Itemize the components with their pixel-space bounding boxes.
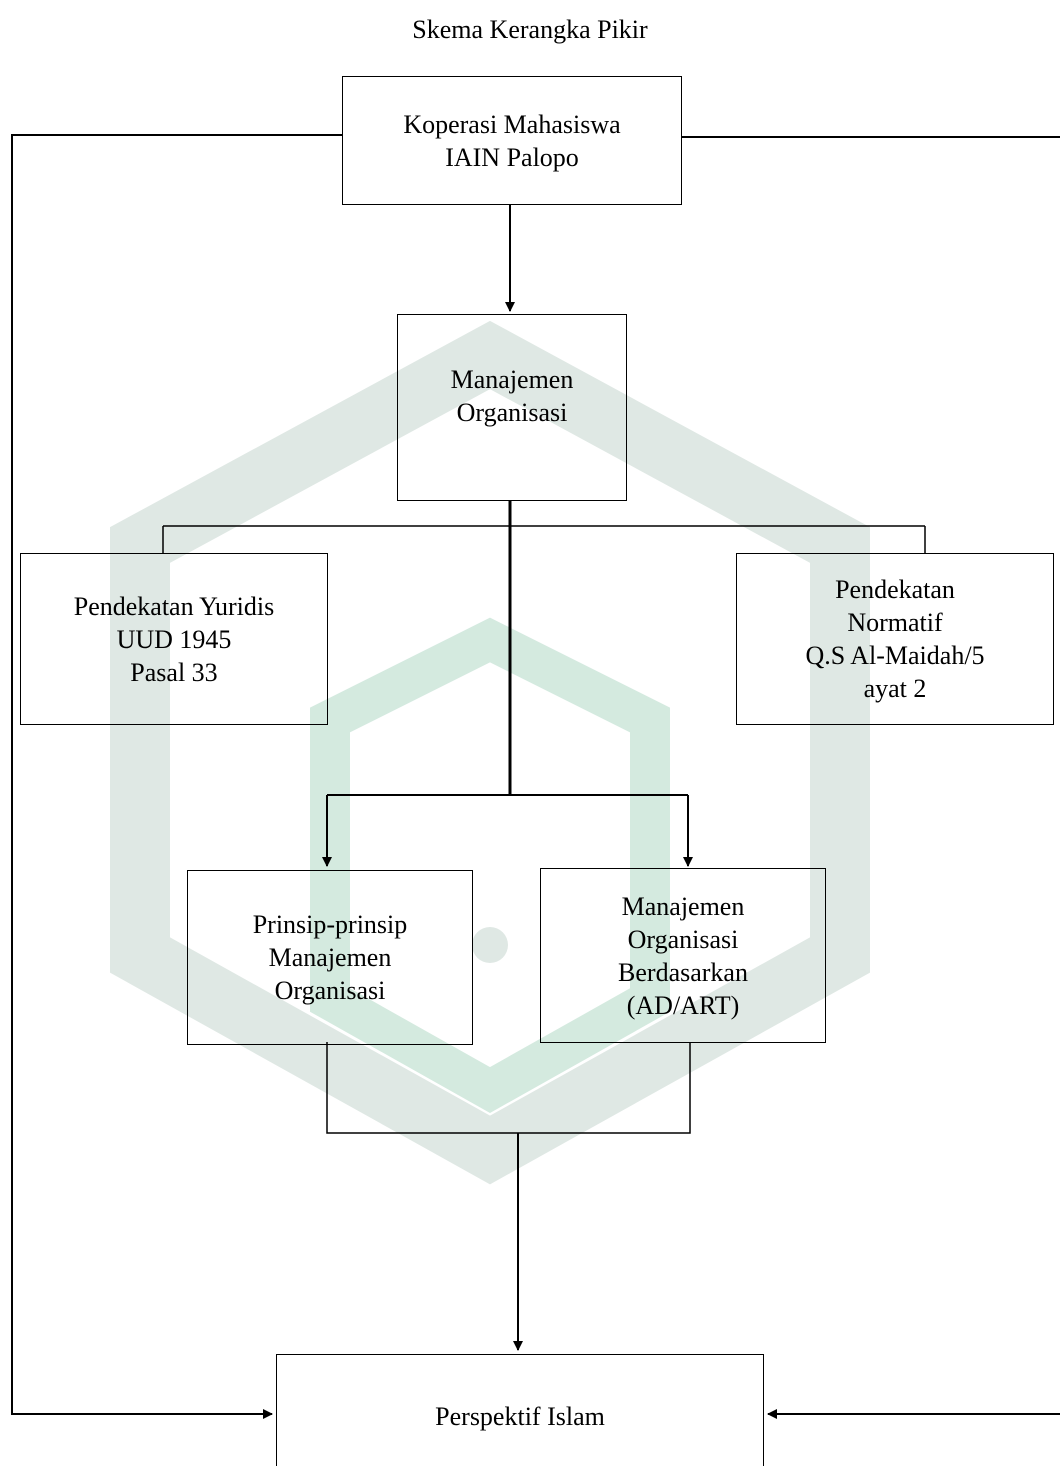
label-line: Pendekatan (835, 575, 955, 604)
connector-left-loop (11, 134, 342, 1419)
watermark-dot (472, 927, 508, 963)
diagram-title: Skema Kerangka Pikir (412, 15, 648, 44)
label-line: Q.S Al-Maidah/5 (805, 641, 985, 670)
label-line: Organisasi (627, 924, 739, 954)
watermark-hexagon (110, 320, 870, 1185)
label-line: Organisasi (456, 398, 568, 427)
label-line: Pasal 33 (130, 657, 218, 687)
label-line: (AD/ART) (626, 990, 740, 1020)
label-line: Manajemen (268, 943, 392, 972)
label-line: Organisasi (274, 976, 386, 1005)
label-line: Manajemen (621, 891, 745, 921)
label-line: UUD 1945 (116, 624, 232, 654)
label-line: Manajemen (450, 365, 574, 394)
label-line: Pendekatan Yuridis (73, 591, 275, 621)
label-line: ayat 2 (863, 674, 927, 703)
label-line: Normatif (847, 608, 943, 637)
connector-merge-bracket (326, 1042, 691, 1134)
label-line: IAIN Palopo (445, 142, 579, 172)
label-line: Perspektif Islam (435, 1402, 605, 1431)
label-line: Koperasi Mahasiswa (403, 109, 621, 139)
node-perspektif-islam-label: Perspektif Islam (435, 1400, 605, 1433)
watermark-logo (110, 320, 870, 1185)
node-perspektif-islam: Perspektif Islam (276, 1354, 764, 1466)
label-line: Berdasarkan (618, 957, 748, 987)
label-line: Prinsip-prinsip (252, 910, 408, 939)
watermark-inner-shape (310, 617, 670, 1113)
